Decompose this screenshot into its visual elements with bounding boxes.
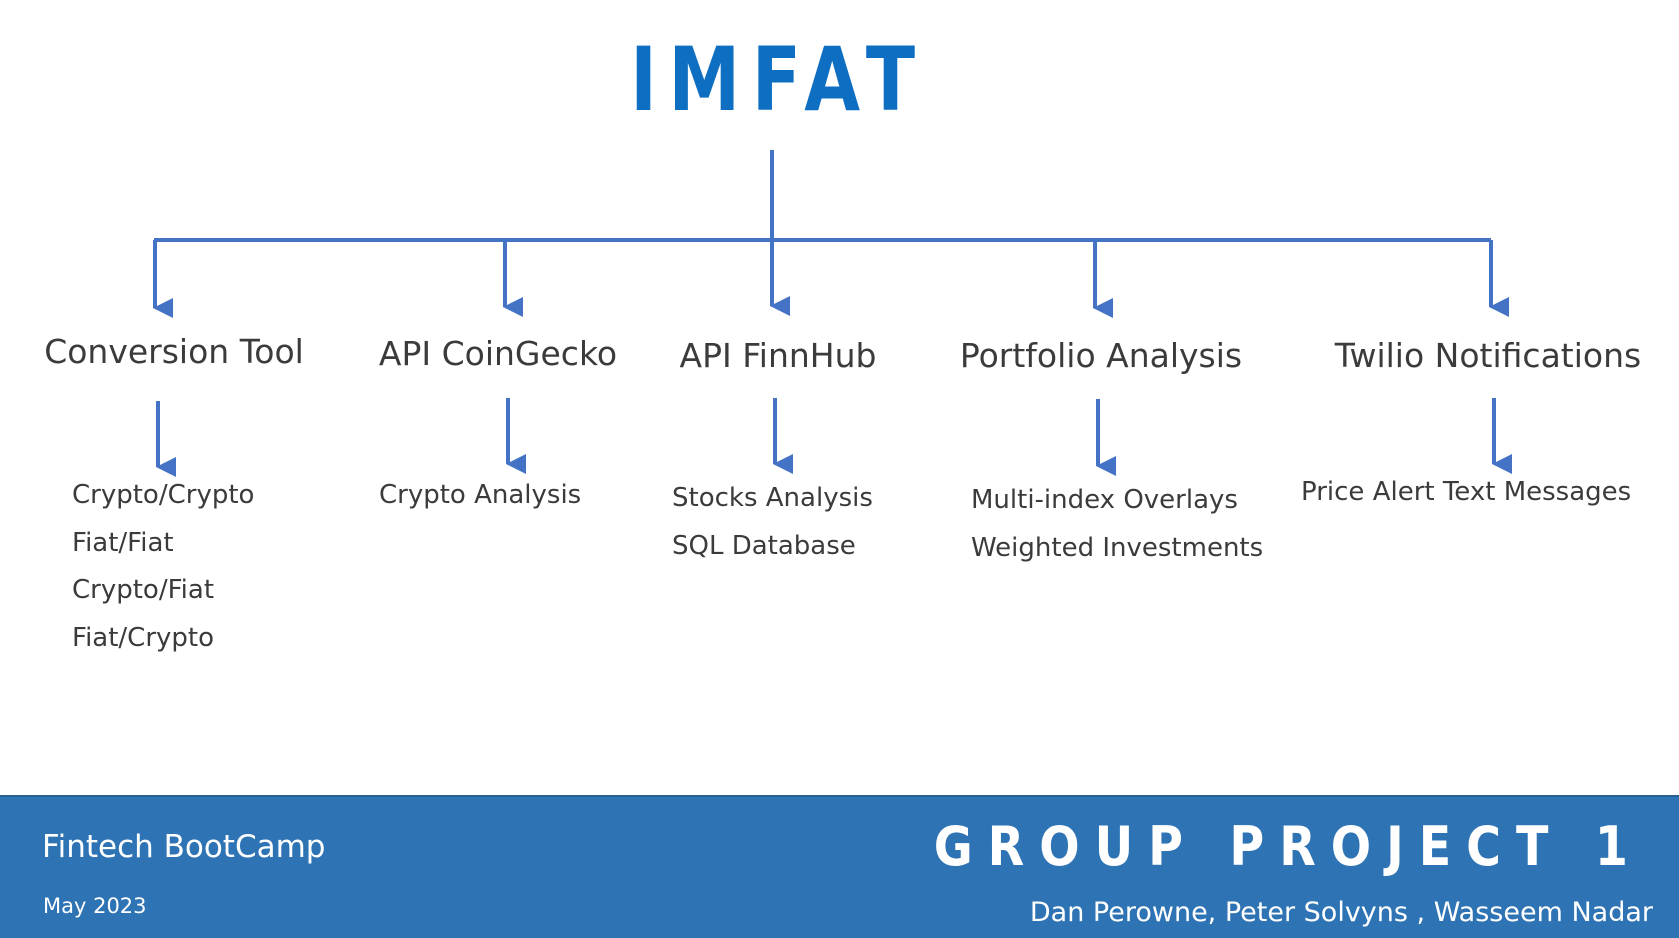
course-date: May 2023 — [43, 894, 147, 918]
portfolio-analysis-items: Multi-index Overlays Weighted Investment… — [971, 477, 1263, 572]
conversion-tool-items: Crypto/Crypto Fiat/Fiat Crypto/Fiat Fiat… — [72, 472, 254, 662]
list-item: Multi-index Overlays — [971, 485, 1238, 515]
node-twilio-notifications: Twilio Notifications — [1334, 336, 1642, 375]
list-item: Weighted Investments — [971, 532, 1264, 563]
api-coingecko-items: Crypto Analysis — [379, 472, 581, 520]
course-name: Fintech BootCamp — [42, 829, 326, 865]
list-item: Price Alert Text Messages — [1301, 477, 1632, 507]
list-item: Stocks Analysis — [672, 483, 873, 513]
api-finnhub-items: Stocks Analysis SQL Database — [672, 475, 873, 570]
node-portfolio-analysis: Portfolio Analysis — [959, 336, 1243, 375]
list-item: Fiat/Crypto — [72, 622, 215, 653]
twilio-notifications-items: Price Alert Text Messages — [1301, 469, 1631, 517]
list-item: Crypto/Fiat — [72, 575, 215, 605]
node-conversion-tool: Conversion Tool — [44, 332, 304, 371]
node-api-finnhub: API FinnHub — [679, 336, 877, 375]
team-members: Dan Perowne, Peter Solvyns , Wasseem Nad… — [1029, 897, 1653, 928]
connector-lines — [153, 150, 1512, 477]
list-item: SQL Database — [672, 530, 856, 561]
diagram-title: IMFAT — [630, 28, 927, 131]
node-api-coingecko: API CoinGecko — [378, 334, 618, 373]
list-item: Crypto Analysis — [379, 480, 582, 510]
project-title: GROUP PROJECT 1 — [933, 815, 1643, 878]
list-item: Fiat/Fiat — [72, 527, 174, 558]
footer-band: Fintech BootCamp May 2023 GROUP PROJECT … — [0, 795, 1679, 938]
list-item: Crypto/Crypto — [72, 480, 255, 510]
